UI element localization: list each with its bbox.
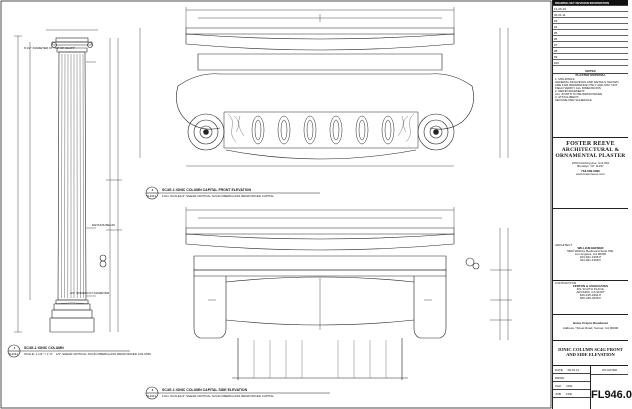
note-line: ALL JOINTS TO BE REINFORCED [555,92,603,96]
note-line: SECURE PER SCHEDULE [555,98,592,102]
meta-block: DATE 06.01.11 DRWN CHK CPE JOB CPE [553,366,591,409]
meta-job-value: CPE [565,392,572,396]
project-block: Home Crayon Residence Address / Street R… [553,316,628,341]
client-name: WILLIAM HEFNER [577,246,604,250]
firm-name-1: FOSTER REEVE [566,141,615,147]
revision-row: #3 [553,18,628,24]
meta-checked-value: CPE [566,384,573,388]
client-address-1: 5820 Wilshire Boulevard Suite 500, [567,249,614,253]
revision-row: #8 [553,48,628,54]
meta-date: DATE 06.01.11 [553,366,590,374]
sheet-title-block: IONIC COLUMN SC4G FRONT AND SIDE ELEVATI… [553,341,628,366]
meta-checked-label: CHK [555,384,562,388]
view-3-scale: FULL SCALE [162,394,180,398]
note-line: ARE FOR REFERENCE ONLY AND MAY NOT [555,83,618,87]
client-phone-2: 323-931-1368 F [579,258,602,262]
revision-row: 12-26-10 [553,6,628,12]
project-address: Address / Street Road, Sunset, CA 90000 [562,326,619,330]
firm-name-2: ARCHITECTURAL & [561,147,620,153]
note-line: 3. ATTACHMENT: [555,95,579,99]
drawing-canvas [0,0,552,409]
view-3-sheet: FL946.0 [147,395,157,398]
view-2-note: 1/2" SHEAR CRITICAL SOLID FIBERGLASS REI… [180,194,275,198]
contractor-block: CONTRACTOR FENTON & ASSOCIATES 401 SOUTH… [553,282,628,315]
contractor-phone-2: 626-445-3448 F [579,296,602,300]
notes-header: NOTES [553,68,628,74]
client-address-2: Los Angeles, CA 90036 [574,252,607,256]
revision-row: #6 [553,36,628,42]
view-1-note: 1/2" SHEAR CRITICAL SOLID FIBERGLASS REI… [56,352,151,356]
revision-row: 06.01.11 [553,12,628,18]
view-3-number: 3 [151,388,154,392]
note-line: 2. REINFORCEMENT: [555,89,586,93]
meta-checked: CHK CPE [553,382,590,390]
meta-job: JOB CPE [553,390,590,398]
contractor-name: FENTON & ASSOCIATES [572,284,609,288]
view-3-title: SC4G-1 IONIC COLUMN CAPITAL SIDE ELEVATI… [162,388,248,392]
meta-scale: AS NOTED [591,366,628,375]
contractor-phone-1: 626-445-3394 P [579,293,602,297]
capital-front-elevation [139,7,509,167]
sheet-number: FL946.0 [591,389,632,401]
contractor-address-2: ARCADIA, CA 91007 [576,290,605,294]
meta-job-label: JOB [555,392,561,396]
note-line: FIELD VERIFY ALL DIMENSIONS [555,86,601,90]
notes-block: PLASTER MATERIAL 1. MOLDINGS: GENERAL MO… [555,74,626,136]
meta-date-value: 06.01.11 [567,368,580,372]
capital-side-elevation [185,207,512,380]
firm-phone: 718-609-0090 [581,169,600,173]
firm-address-2: Brooklyn, NY 11237 [577,164,604,168]
meta-drawn: DRWN [553,374,590,382]
sheet-title-line-2: AND SIDE ELEVATION [566,352,615,357]
column-elevation [14,29,122,333]
view-tag-2 [145,186,320,200]
project-name: Home Crayon Residence [572,321,609,325]
meta-date-label: DATE [555,368,563,372]
view-2-title: SC4G-1 IONIC COLUMN CAPITAL FRONT ELEVAT… [162,188,251,192]
sheet-title-line-1: IONIC COLUMN SC4G FRONT [558,347,623,352]
view-3-note: 1/2" SHEAR CRITICAL SOLID FIBERGLASS REI… [180,394,275,398]
revision-table: 12-26-10 06.01.11 #3 #4 #5 #6 #7 #8 #9 #… [553,6,628,66]
notes-sub: PLASTER MATERIAL [575,73,606,77]
view-1-scale: SCALE: 1-1/2" = 1'-0" [24,352,53,356]
contractor-address-1: 401 SOUTH PLACE, [576,287,605,291]
view-tag-3 [145,386,330,400]
title-block: DRAWING SET REVISION INFORMATION 12-26-1… [552,0,632,409]
view-2-sheet: FL946.0 [147,195,157,198]
view-2-scale: FULL SCALE [162,194,180,198]
firm-web: www.fosterreeve.com [576,172,605,176]
contractor-label: CONTRACTOR [555,281,577,285]
view-tag-1 [7,344,130,358]
revision-row: #10 [553,60,628,66]
revision-row: #7 [553,42,628,48]
firm-address-1: 1050 Flushing Ave, Unit 801 [571,161,610,165]
note-line: GENERAL MOLDINGS AND DETAILS SHOWN [555,80,619,84]
revision-row: #4 [553,24,628,30]
note-line: 1. MOLDINGS: [555,77,576,81]
meta-drawn-label: DRWN [555,376,565,380]
view-1-number: 1 [13,346,16,350]
callout-top-diameter: 8 1/2" DIAMETER AT TOP OF SHAFT [24,46,75,50]
revision-row: #5 [553,30,628,36]
callout-bottom-diameter: 3/4" UNDERCUT DIAMETER [70,291,110,295]
client-phone-1: 323-931-1365 P [579,255,602,259]
view-2-number: 2 [151,188,154,192]
view-1-title: SC4G-1 IONIC COLUMN [24,346,64,350]
client-block: ARCHITECT WILLIAM HEFNER 5820 Wilshire B… [553,244,628,281]
callout-entasis: ENTASIS BEGIN [92,223,115,227]
client-label: ARCHITECT [555,243,573,247]
view-1-sheet: FL946.0 [9,353,19,356]
revision-header: DRAWING SET REVISION INFORMATION [553,0,628,6]
revision-row: #9 [553,54,628,60]
firm-block: FOSTER REEVE ARCHITECTURAL & ORNAMENTAL … [553,137,628,209]
firm-name-3: ORNAMENTAL PLASTER [555,153,626,159]
